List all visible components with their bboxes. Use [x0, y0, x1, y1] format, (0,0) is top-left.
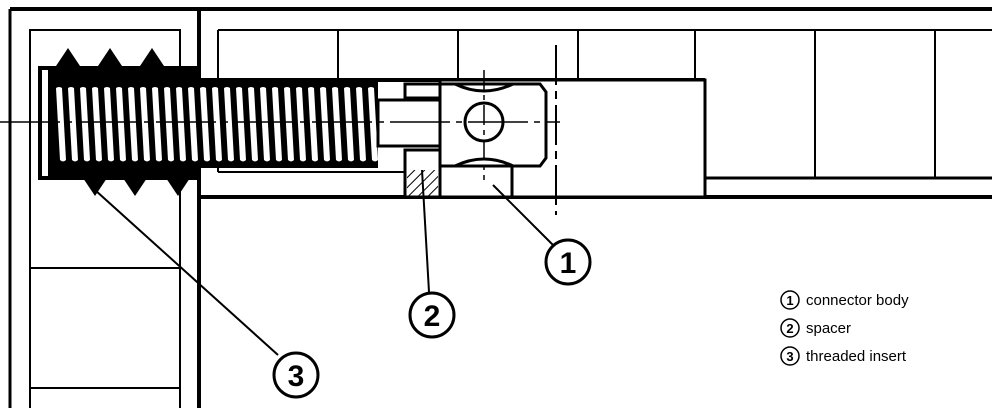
legend-item-1-number: 1 [786, 293, 793, 308]
thread-groove [128, 87, 138, 162]
thread-groove [332, 87, 342, 162]
legend-item-2: 2 spacer [780, 318, 851, 338]
thread-groove [224, 87, 234, 162]
parts-legend: 1 connector body 2 spacer 3 threaded ins… [780, 290, 909, 366]
legend-item-2-number: 2 [786, 321, 793, 336]
legend-item-1-part: connector body [806, 292, 909, 309]
thread-groove [344, 87, 354, 162]
thread-groove [152, 87, 162, 162]
leader-lines [94, 169, 554, 356]
callout-1: 1 [544, 238, 592, 286]
legend-item-3-part: threaded insert [806, 348, 907, 365]
thread-groove [164, 87, 174, 162]
screw [52, 82, 378, 168]
legend-item-3: 3 threaded insert [780, 346, 907, 366]
thread-groove [188, 87, 198, 162]
thread-groove [356, 87, 366, 162]
thread-groove [68, 87, 78, 162]
legend-item-2-part: spacer [806, 320, 851, 337]
thread-groove [368, 87, 378, 162]
thread-groove [92, 87, 102, 162]
thread-groove [140, 87, 150, 162]
thread-groove [320, 87, 330, 162]
legend-item-3-number: 3 [786, 349, 793, 364]
thread-groove [284, 87, 294, 162]
thread-groove [104, 87, 114, 162]
thread-groove [200, 87, 210, 162]
centerlines [0, 45, 560, 215]
thread-groove [296, 87, 306, 162]
callout-2-label: 2 [424, 300, 441, 333]
thread-groove [236, 87, 246, 162]
thread-groove [176, 87, 186, 162]
thread-groove [248, 87, 258, 162]
connector-body [438, 82, 548, 197]
thread-groove [308, 87, 318, 162]
callout-3-label: 3 [288, 360, 305, 393]
thread-groove [212, 87, 222, 162]
thread-groove [272, 87, 282, 162]
thread-groove [116, 87, 126, 162]
legend-item-1: 1 connector body [780, 290, 909, 310]
thread-groove [80, 87, 90, 162]
callout-1-label: 1 [560, 247, 577, 280]
spacer [376, 82, 442, 199]
thread-groove [56, 87, 66, 162]
callout-2: 2 [408, 291, 456, 339]
thread-groove [260, 87, 270, 162]
callout-3: 3 [272, 351, 320, 399]
